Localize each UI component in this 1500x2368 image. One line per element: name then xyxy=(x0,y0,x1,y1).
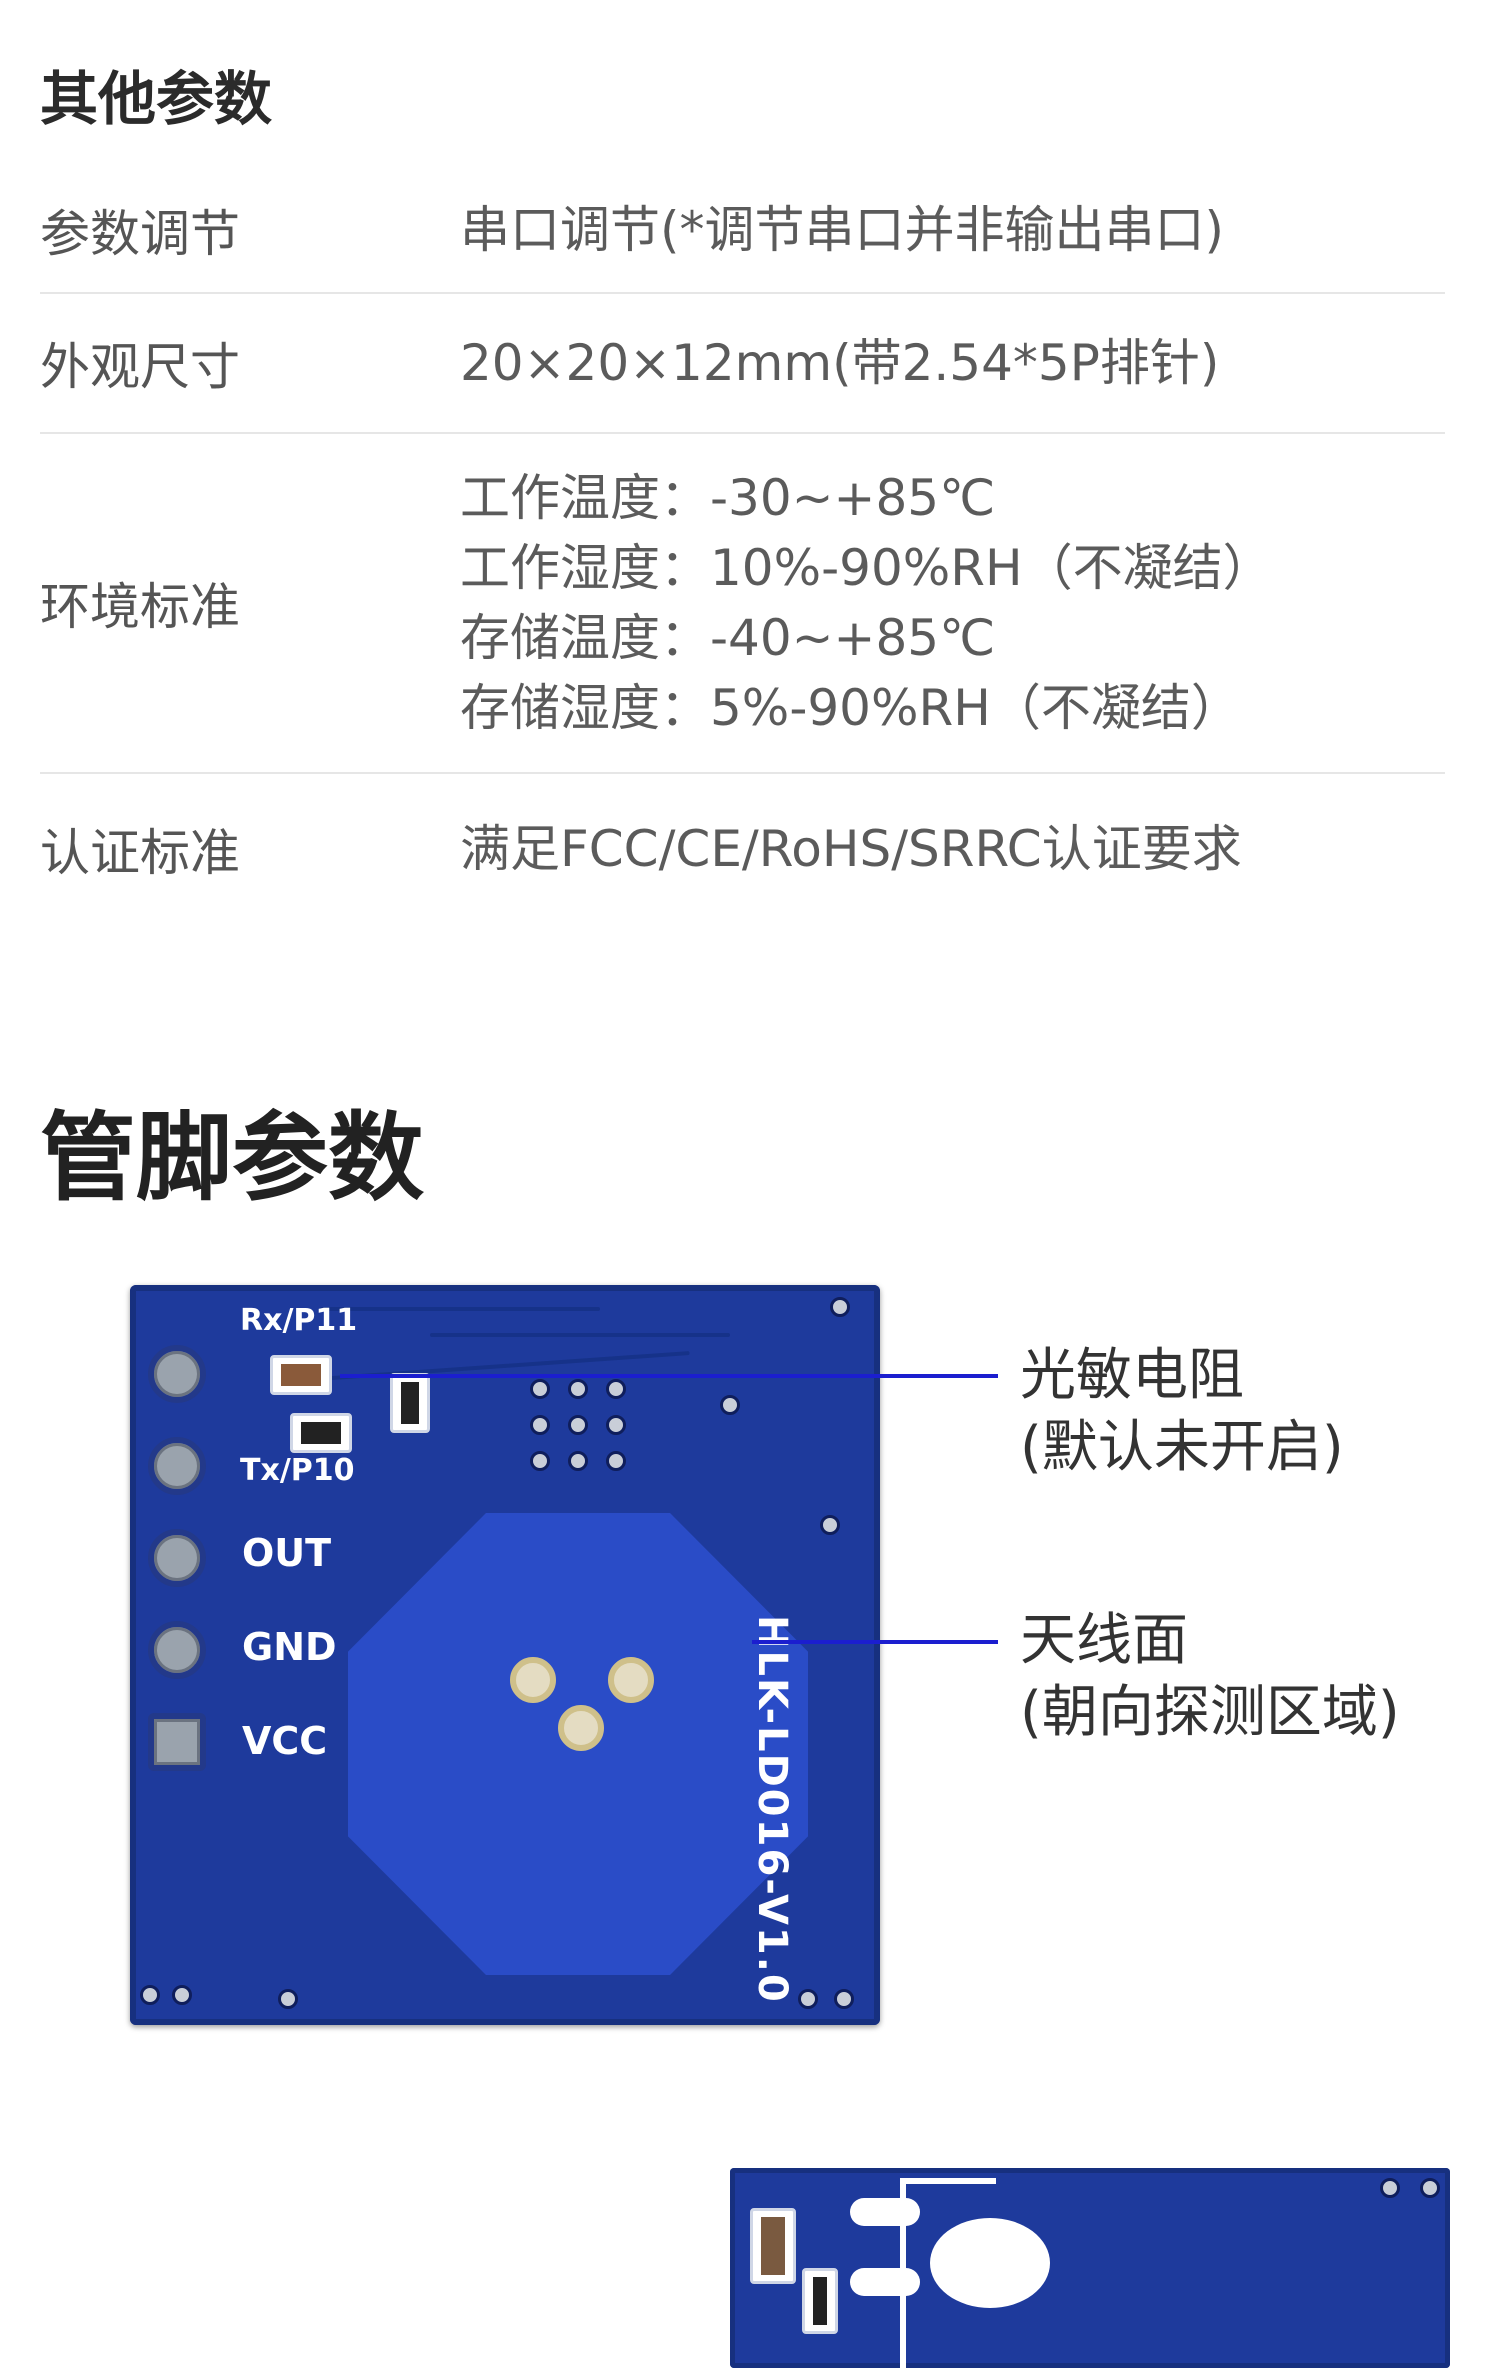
param-value: 串口调节(*调节串口并非输出串口) xyxy=(460,195,1445,265)
feed-hole xyxy=(510,1657,556,1703)
other-params-title: 其他参数 xyxy=(40,65,273,133)
pin-label-gnd: GND xyxy=(242,1625,337,1669)
board-pad xyxy=(850,2198,920,2226)
via xyxy=(140,1985,160,2005)
via xyxy=(172,1985,192,2005)
via xyxy=(530,1415,550,1435)
via xyxy=(530,1379,550,1399)
photoresistor-callout-title: 光敏电阻 xyxy=(1020,1343,1244,1408)
pin-label-out: OUT xyxy=(242,1531,332,1575)
via xyxy=(530,1451,550,1471)
via xyxy=(820,1515,840,1535)
feed-hole xyxy=(608,1657,654,1703)
param-row: 外观尺寸 20×20×12mm(带2.54*5P排针) xyxy=(40,294,1445,434)
via xyxy=(606,1379,626,1399)
board-pad xyxy=(850,2268,920,2296)
params-table: 参数调节 串口调节(*调节串口并非输出串口) 外观尺寸 20×20×12mm(带… xyxy=(40,168,1445,924)
antenna-callout-line xyxy=(752,1640,998,1644)
photoresistor-callout: 光敏电阻 (默认未开启) xyxy=(1020,1340,1344,1484)
param-row: 认证标准 满足FCC/CE/RoHS/SRRC认证要求 xyxy=(40,774,1445,924)
via xyxy=(568,1451,588,1471)
board-model-text: HLK-LD016-V1.0 xyxy=(749,1615,795,2004)
param-label: 环境标准 xyxy=(40,578,240,636)
smd-component xyxy=(802,2268,838,2334)
board-trace xyxy=(430,1333,730,1337)
via xyxy=(1380,2178,1400,2198)
via xyxy=(606,1451,626,1471)
param-value-line: 工作温度：-30~+85℃ xyxy=(460,469,996,527)
radar-module-board-side xyxy=(730,2168,1450,2368)
via xyxy=(798,1989,818,2009)
param-value-line: 串口调节(*调节串口并非输出串口) xyxy=(460,201,1225,259)
param-value: 满足FCC/CE/RoHS/SRRC认证要求 xyxy=(460,814,1445,884)
radar-module-board: Rx/P11 Tx/P10 OUT GND VCC HLK-LD016-V1.0 xyxy=(130,1285,880,2025)
via xyxy=(568,1415,588,1435)
antenna-callout-note: (朝向探测区域) xyxy=(1020,1680,1400,1745)
via xyxy=(830,1297,850,1317)
param-label: 外观尺寸 xyxy=(40,338,240,396)
antenna-callout: 天线面 (朝向探测区域) xyxy=(1020,1605,1400,1749)
via xyxy=(606,1415,626,1435)
param-value-line: 满足FCC/CE/RoHS/SRRC认证要求 xyxy=(460,820,1242,878)
param-value: 20×20×12mm(带2.54*5P排针) xyxy=(460,328,1445,398)
photoresistor-callout-note: (默认未开启) xyxy=(1020,1415,1344,1480)
smd-component xyxy=(750,2208,796,2284)
param-value-line: 存储温度：-40~+85℃ xyxy=(460,609,996,667)
board-trace xyxy=(320,1307,600,1311)
pin-label-vcc: VCC xyxy=(242,1719,328,1763)
param-label: 参数调节 xyxy=(40,205,240,263)
antenna-callout-title: 天线面 xyxy=(1020,1608,1188,1673)
pin-pad xyxy=(148,1621,206,1679)
feed-hole xyxy=(558,1705,604,1751)
photoresistor-callout-line xyxy=(340,1374,998,1378)
param-value-line: 20×20×12mm(带2.54*5P排针) xyxy=(460,334,1220,392)
smd-component xyxy=(390,1373,430,1433)
pin-params-title: 管脚参数 xyxy=(40,1102,424,1214)
pin-pad xyxy=(148,1345,206,1403)
param-value-line: 存储湿度：5%-90%RH（不凝结） xyxy=(460,679,1241,737)
via xyxy=(720,1395,740,1415)
via xyxy=(834,1989,854,2009)
photoresistor xyxy=(270,1355,332,1395)
via xyxy=(1420,2178,1440,2198)
board-silkscreen xyxy=(906,2178,996,2184)
param-label: 认证标准 xyxy=(40,824,240,882)
board-silkscreen xyxy=(900,2178,906,2368)
via xyxy=(568,1379,588,1399)
board-trace xyxy=(290,1351,690,1383)
param-value-line: 工作湿度：10%-90%RH（不凝结） xyxy=(460,539,1273,597)
pin-pad xyxy=(148,1529,206,1587)
via xyxy=(278,1989,298,2009)
pin-pad xyxy=(148,1437,206,1495)
param-value: 工作温度：-30~+85℃ 工作湿度：10%-90%RH（不凝结） 存储温度：-… xyxy=(460,463,1445,743)
tx-p10-label: Tx/P10 xyxy=(240,1453,355,1488)
smd-component xyxy=(290,1413,352,1453)
board-pad xyxy=(930,2218,1050,2308)
pin-pad xyxy=(148,1713,206,1771)
param-row: 参数调节 串口调节(*调节串口并非输出串口) xyxy=(40,168,1445,294)
rx-p11-label: Rx/P11 xyxy=(240,1303,358,1338)
param-row: 环境标准 工作温度：-30~+85℃ 工作湿度：10%-90%RH（不凝结） 存… xyxy=(40,434,1445,774)
